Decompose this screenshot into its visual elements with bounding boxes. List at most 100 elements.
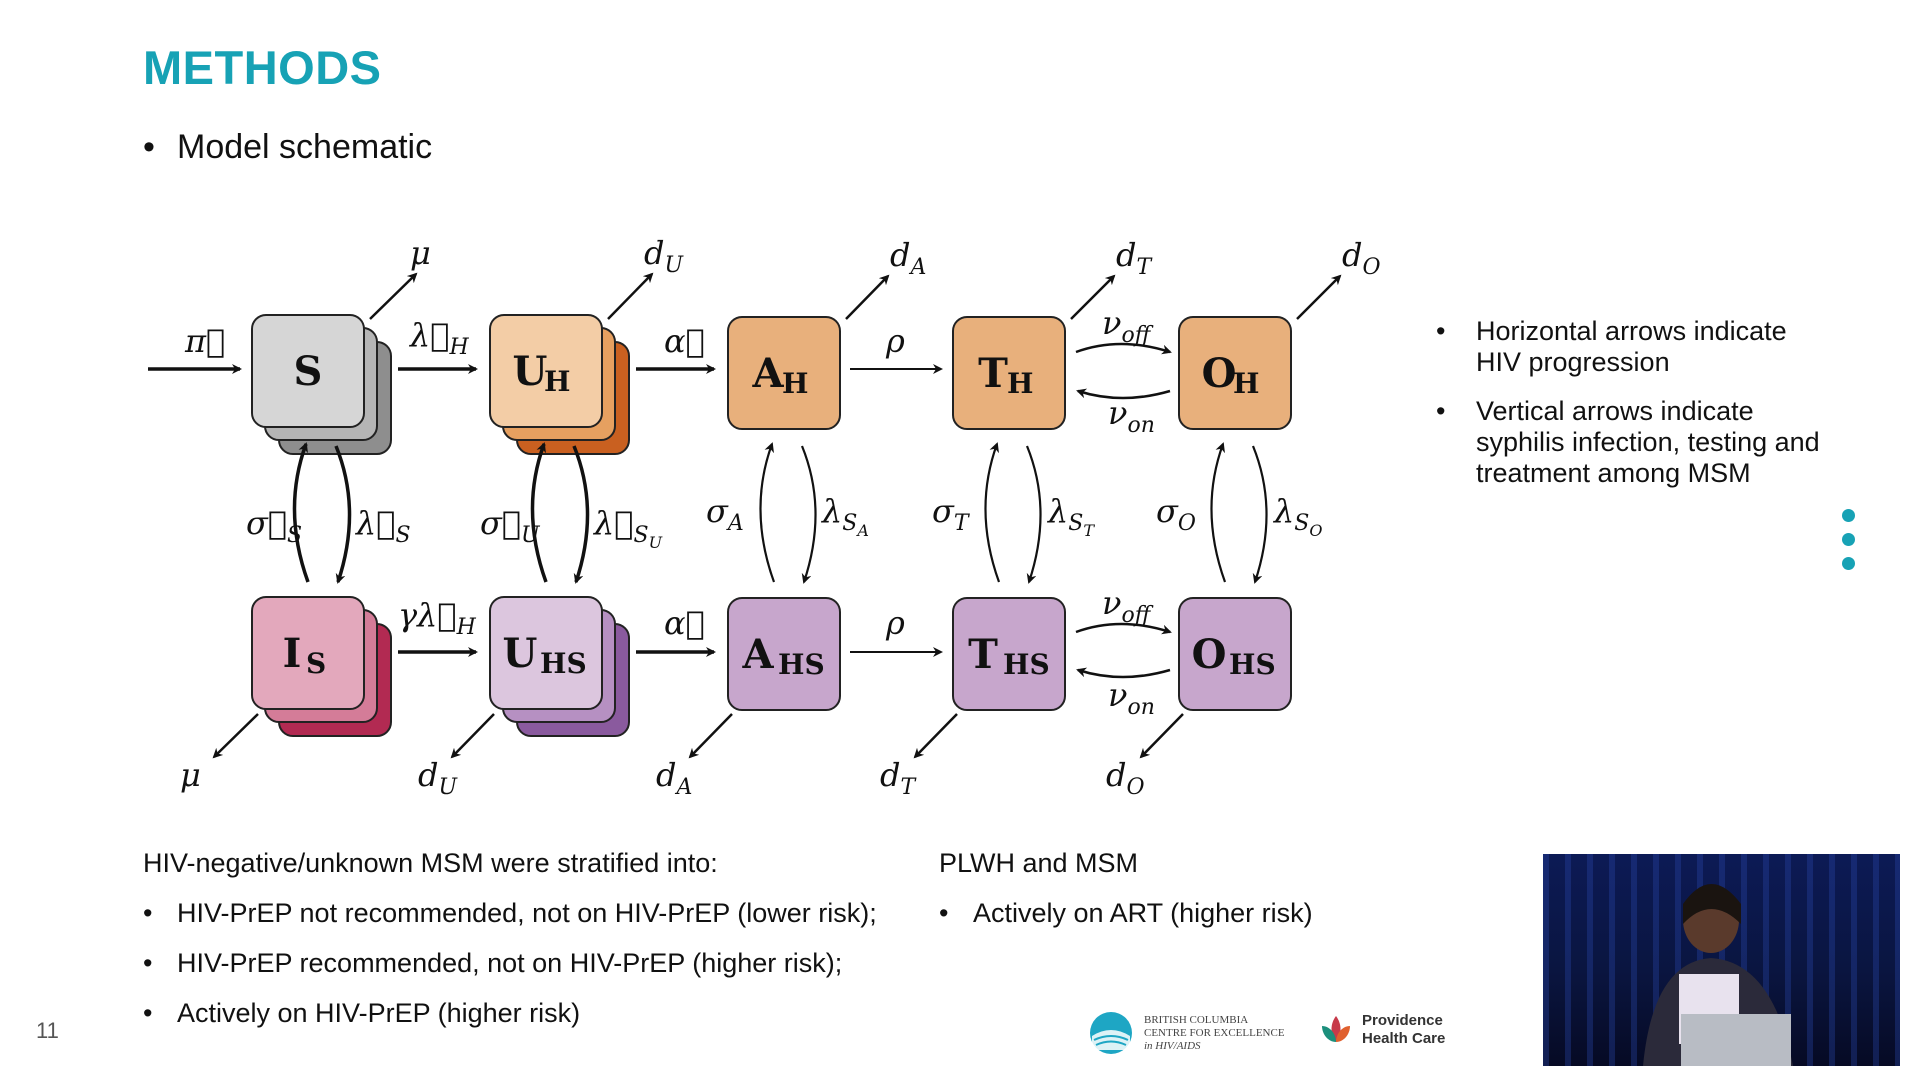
hiv-negative-strata: HIV-negative/unknown MSM were stratified…	[143, 838, 877, 1038]
compartment-uh: UH	[489, 314, 630, 455]
label-lambda-ST: λ​S​T​​	[1046, 492, 1095, 540]
label-dO-bottom: d​O​	[1106, 756, 1145, 800]
arrow-dt-top	[1070, 274, 1116, 320]
svg-text:HS: HS	[778, 648, 825, 681]
label-pi: π⃗	[184, 322, 225, 360]
plwh-strata: PLWH and MSM •Actively on ART (higher ri…	[939, 838, 1313, 938]
arrow-mu-bottom	[212, 713, 259, 759]
arrow-sigma-t	[984, 442, 1001, 583]
svg-text:O: O	[1202, 350, 1237, 397]
side-notes: •Horizontal arrows indicate HIV progress…	[1436, 316, 1836, 507]
arrow-do-top	[1296, 274, 1342, 320]
svg-text:H: H	[782, 367, 808, 400]
compartment-ah: AH	[727, 316, 841, 430]
plwh-heading: PLWH and MSM	[939, 848, 1139, 878]
providence-logo: Providence Health Care	[1318, 1012, 1445, 1048]
plwh-item: •Actively on ART (higher risk)	[939, 898, 1313, 928]
label-sigma-O: σ​O​	[1156, 492, 1196, 536]
slide-nav-dots[interactable]	[1842, 509, 1856, 581]
label-rho-bottom: ρ	[885, 604, 905, 642]
svg-text:T: T	[968, 631, 998, 678]
arrow-lambda-s-u	[572, 445, 590, 584]
arrow-da-top	[845, 274, 890, 320]
svg-text:H: H	[544, 365, 570, 398]
slide-title: METHODS	[143, 41, 382, 94]
providence-flower-icon	[1322, 1016, 1350, 1042]
svg-text:HS: HS	[1229, 648, 1276, 681]
svg-text:H: H	[1007, 367, 1033, 400]
label-alpha-bottom: α⃗	[664, 604, 705, 642]
svg-text:U: U	[513, 348, 548, 395]
arrow-sigma-u	[530, 442, 548, 583]
arrow-du-top	[607, 272, 654, 320]
compartment-oh: OH	[1178, 316, 1292, 430]
providence-line: Health Care	[1362, 1030, 1446, 1047]
svg-text:HS: HS	[540, 647, 587, 680]
svg-text:U: U	[503, 630, 538, 677]
arrow-nu-on-top	[1076, 388, 1171, 400]
label-lambda-S: λ⃗​S​	[354, 504, 411, 548]
label-gamma-lambda-H: γλ⃗​H​	[398, 596, 477, 640]
strata-item: •HIV-PrEP recommended, not on HIV-PrEP (…	[143, 948, 843, 978]
arrow-lambda-s-o	[1251, 445, 1268, 584]
label-sigma-A: σ​A​	[706, 492, 744, 536]
label-lambda-SO: λ​S​O​​	[1272, 492, 1322, 540]
label-mu-bottom: μ	[180, 756, 201, 794]
speaker-video	[1543, 854, 1900, 1066]
label-dO-top: d​O​	[1342, 236, 1381, 280]
label-dU-bottom: d​U​	[418, 756, 458, 800]
providence-line: Providence	[1362, 1012, 1443, 1029]
arrow-nu-off-top	[1075, 342, 1172, 355]
label-alpha-top: α⃗	[664, 322, 705, 360]
arrow-sigma-s	[292, 442, 310, 583]
arrow-mu-top	[369, 272, 418, 320]
label-nu-off-top: ν​off​	[1102, 304, 1154, 348]
bccfe-logo: British Columbia Centre for Excellence i…	[1088, 1010, 1285, 1056]
strata-item: •HIV-PrEP not recommended, not on HIV-Pr…	[143, 898, 877, 928]
label-mu-top: μ	[410, 234, 431, 272]
label-nu-on-bottom: ν​on​	[1108, 676, 1155, 720]
arrow-dt-bottom	[913, 713, 958, 759]
arrow-lambda-s-t	[1025, 445, 1042, 584]
side-note-horizontal: •Horizontal arrows indicate HIV progress…	[1436, 316, 1787, 377]
svg-text:S: S	[306, 647, 326, 680]
arrow-lambda-s-s	[334, 445, 352, 584]
label-rho-top: ρ	[885, 322, 905, 360]
strata-item: •Actively on HIV-PrEP (higher risk)	[143, 998, 581, 1028]
svg-text:O: O	[1192, 631, 1227, 678]
bccfe-line: British Columbia	[1144, 1013, 1249, 1026]
label-sigma-S: σ⃗​S​	[246, 504, 302, 548]
arrow-sigma-a	[759, 442, 776, 583]
label-lambda-H: λ⃗​H​	[408, 316, 469, 360]
label-nu-off-bottom: ν​off​	[1102, 584, 1154, 628]
svg-text:S: S	[294, 348, 323, 395]
svg-text:T: T	[978, 350, 1008, 397]
svg-text:H: H	[1233, 367, 1259, 400]
label-lambda-SA: λ​S​A​​	[820, 492, 869, 540]
label-sigma-T: σ​T​	[932, 492, 971, 536]
arrow-du-bottom	[450, 713, 495, 759]
side-note-vertical: •Vertical arrows indicate syphilis infec…	[1436, 396, 1820, 488]
svg-text:A: A	[751, 350, 784, 397]
label-dA-bottom: d​A​	[656, 756, 692, 800]
arrow-sigma-o	[1210, 442, 1227, 583]
arrow-lambda-s-a	[800, 445, 817, 584]
label-dA-top: d​A​	[890, 236, 926, 280]
page-number: 11	[36, 1018, 59, 1043]
label-nu-on-top: ν​on​	[1108, 394, 1155, 438]
strata-heading: HIV-negative/unknown MSM were stratified…	[143, 848, 718, 878]
svg-text:HS: HS	[1003, 648, 1050, 681]
speaker-figure	[1643, 884, 1793, 1066]
bccfe-logo-icon	[1090, 1012, 1132, 1054]
bccfe-line: Centre for Excellence	[1144, 1026, 1285, 1039]
label-sigma-U: σ⃗​U​	[480, 504, 541, 548]
arrow-da-bottom	[688, 713, 733, 759]
label-lambda-SU: λ⃗​S​U​​	[592, 504, 663, 552]
arrow-do-bottom	[1139, 713, 1184, 759]
